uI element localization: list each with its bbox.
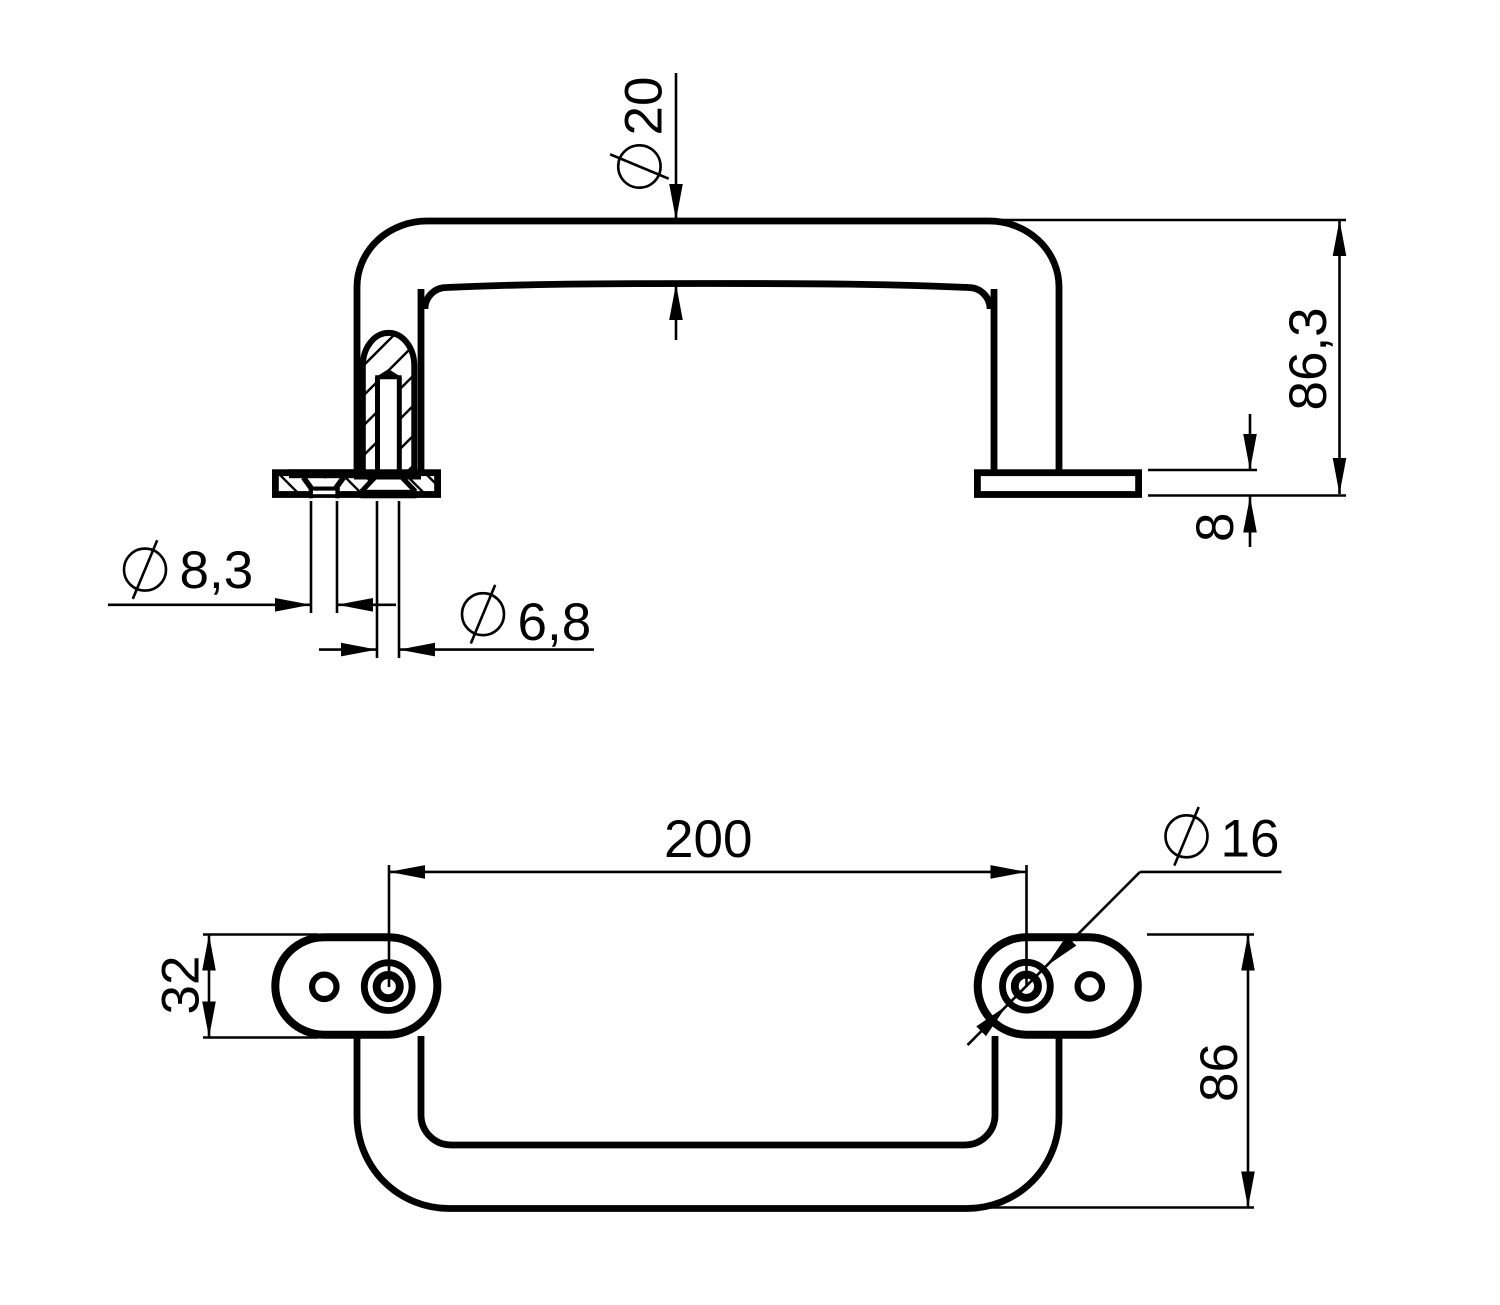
svg-text:8,3: 8,3 (180, 541, 254, 600)
svg-text:32: 32 (152, 956, 211, 1015)
svg-text:86,3: 86,3 (1279, 307, 1338, 410)
svg-text:86: 86 (1190, 1043, 1249, 1102)
svg-text:6,8: 6,8 (518, 593, 592, 652)
svg-text:8: 8 (1186, 513, 1245, 542)
svg-text:200: 200 (664, 810, 752, 869)
svg-text:20: 20 (615, 77, 674, 136)
svg-text:16: 16 (1221, 810, 1280, 869)
